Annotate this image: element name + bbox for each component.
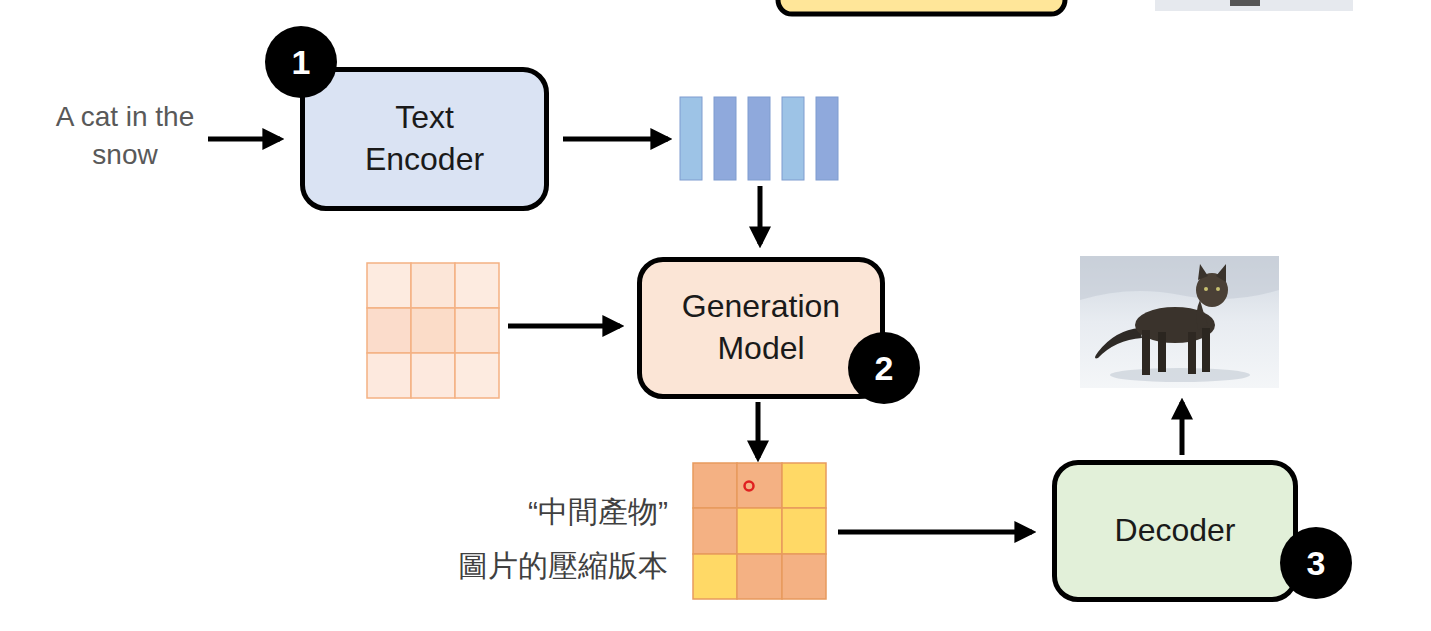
text-embedding-vectors — [680, 97, 838, 180]
cut-off-box — [778, 0, 1065, 14]
callout-number: 1 — [265, 26, 337, 98]
box-label: Generation Model — [661, 286, 861, 369]
highlight-dot — [745, 482, 754, 491]
cut-off-image — [1155, 0, 1353, 11]
cat-image — [1080, 256, 1279, 388]
decoder-box: Decoder — [1052, 460, 1298, 602]
latent-description: 圖片的壓縮版本 — [458, 546, 668, 587]
generation-model-box: Generation Model — [637, 257, 885, 399]
callout-number: 2 — [848, 332, 920, 404]
input-grid — [367, 263, 499, 398]
cut-off-image-detail — [1230, 0, 1260, 6]
latent-title: “中間產物” — [528, 492, 668, 533]
latent-grid — [693, 463, 826, 599]
input-prompt: A cat in the snow — [50, 98, 200, 174]
box-label: Decoder — [1115, 510, 1236, 552]
text-encoder-box: Text Encoder — [300, 67, 549, 211]
box-label: Text Encoder — [340, 97, 510, 180]
callout-number: 3 — [1280, 527, 1352, 599]
